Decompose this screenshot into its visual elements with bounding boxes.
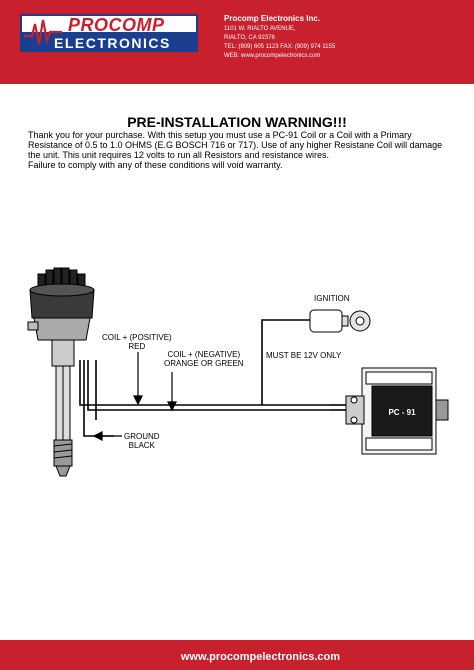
company-address-1: 1101 W. RIALTO AVENUE, bbox=[224, 26, 296, 32]
wiring-diagram: PC - 91 bbox=[27, 267, 449, 477]
warning-body: Thank you for your purchase. With this s… bbox=[28, 130, 448, 170]
logo-top-bar: PROCOMP bbox=[20, 14, 198, 35]
must-12v-label: MUST BE 12V ONLY bbox=[266, 351, 342, 360]
ignition-switch-icon bbox=[309, 309, 371, 333]
coil-negative-line-2: ORANGE OR GREEN bbox=[164, 359, 244, 368]
ground-line-2: BLACK bbox=[128, 441, 155, 450]
coil-model-label: PC - 91 bbox=[388, 408, 416, 417]
company-phone: TEL: (909) 605 1123 FAX: (909) 974 1155 bbox=[224, 44, 336, 50]
warning-title: PRE-INSTALLATION WARNING!!! bbox=[127, 114, 347, 130]
warning-line-3: the unit. This unit requires 12 volts to… bbox=[28, 150, 329, 160]
logo-pulse-icon bbox=[24, 19, 62, 45]
warning-line-1: Thank you for your purchase. With this s… bbox=[28, 130, 412, 140]
ignition-label: IGNITION bbox=[314, 294, 350, 303]
coil-negative-label: COIL + (NEGATIVE) ORANGE OR GREEN bbox=[164, 350, 244, 368]
company-address-2: RIALTO, CA 92376 bbox=[224, 35, 275, 41]
warning-line-2: Resistance of 0.5 to 1.0 OHMS (E.G BOSCH… bbox=[28, 140, 443, 150]
coil-positive-label: COIL + (POSITIVE) RED bbox=[102, 333, 172, 351]
logo-top-word: PROCOMP bbox=[68, 15, 165, 35]
footer-url[interactable]: www.procompelectronics.com bbox=[180, 651, 340, 663]
ground-label: GROUND BLACK bbox=[124, 432, 160, 450]
logo-bottom-word: ELECTRONICS bbox=[54, 35, 171, 51]
label-arrows bbox=[92, 352, 177, 441]
coil-positive-line-1: COIL + (POSITIVE) bbox=[102, 333, 172, 342]
company-name: Procomp Electronics Inc. bbox=[224, 14, 321, 23]
company-web: WEB: www.procompelectronics.com bbox=[224, 53, 321, 59]
pc91-coil bbox=[330, 367, 449, 455]
footer-banner: www.procompelectronics.com bbox=[0, 640, 474, 670]
procomp-logo: PROCOMP ELECTRONICS bbox=[20, 14, 198, 52]
coil-positive-line-2: RED bbox=[128, 342, 146, 351]
company-info: Procomp Electronics Inc. 1101 W. RIALTO … bbox=[224, 14, 335, 61]
header-banner: PROCOMP ELECTRONICS Procomp Electronics … bbox=[0, 0, 474, 84]
coil-negative-line-1: COIL + (NEGATIVE) bbox=[167, 350, 241, 359]
logo-bottom-bar: ELECTRONICS bbox=[20, 34, 198, 52]
warning-line-4: Failure to comply with any of these cond… bbox=[28, 160, 283, 170]
ground-line-1: GROUND bbox=[124, 432, 160, 441]
distributor bbox=[27, 267, 95, 477]
